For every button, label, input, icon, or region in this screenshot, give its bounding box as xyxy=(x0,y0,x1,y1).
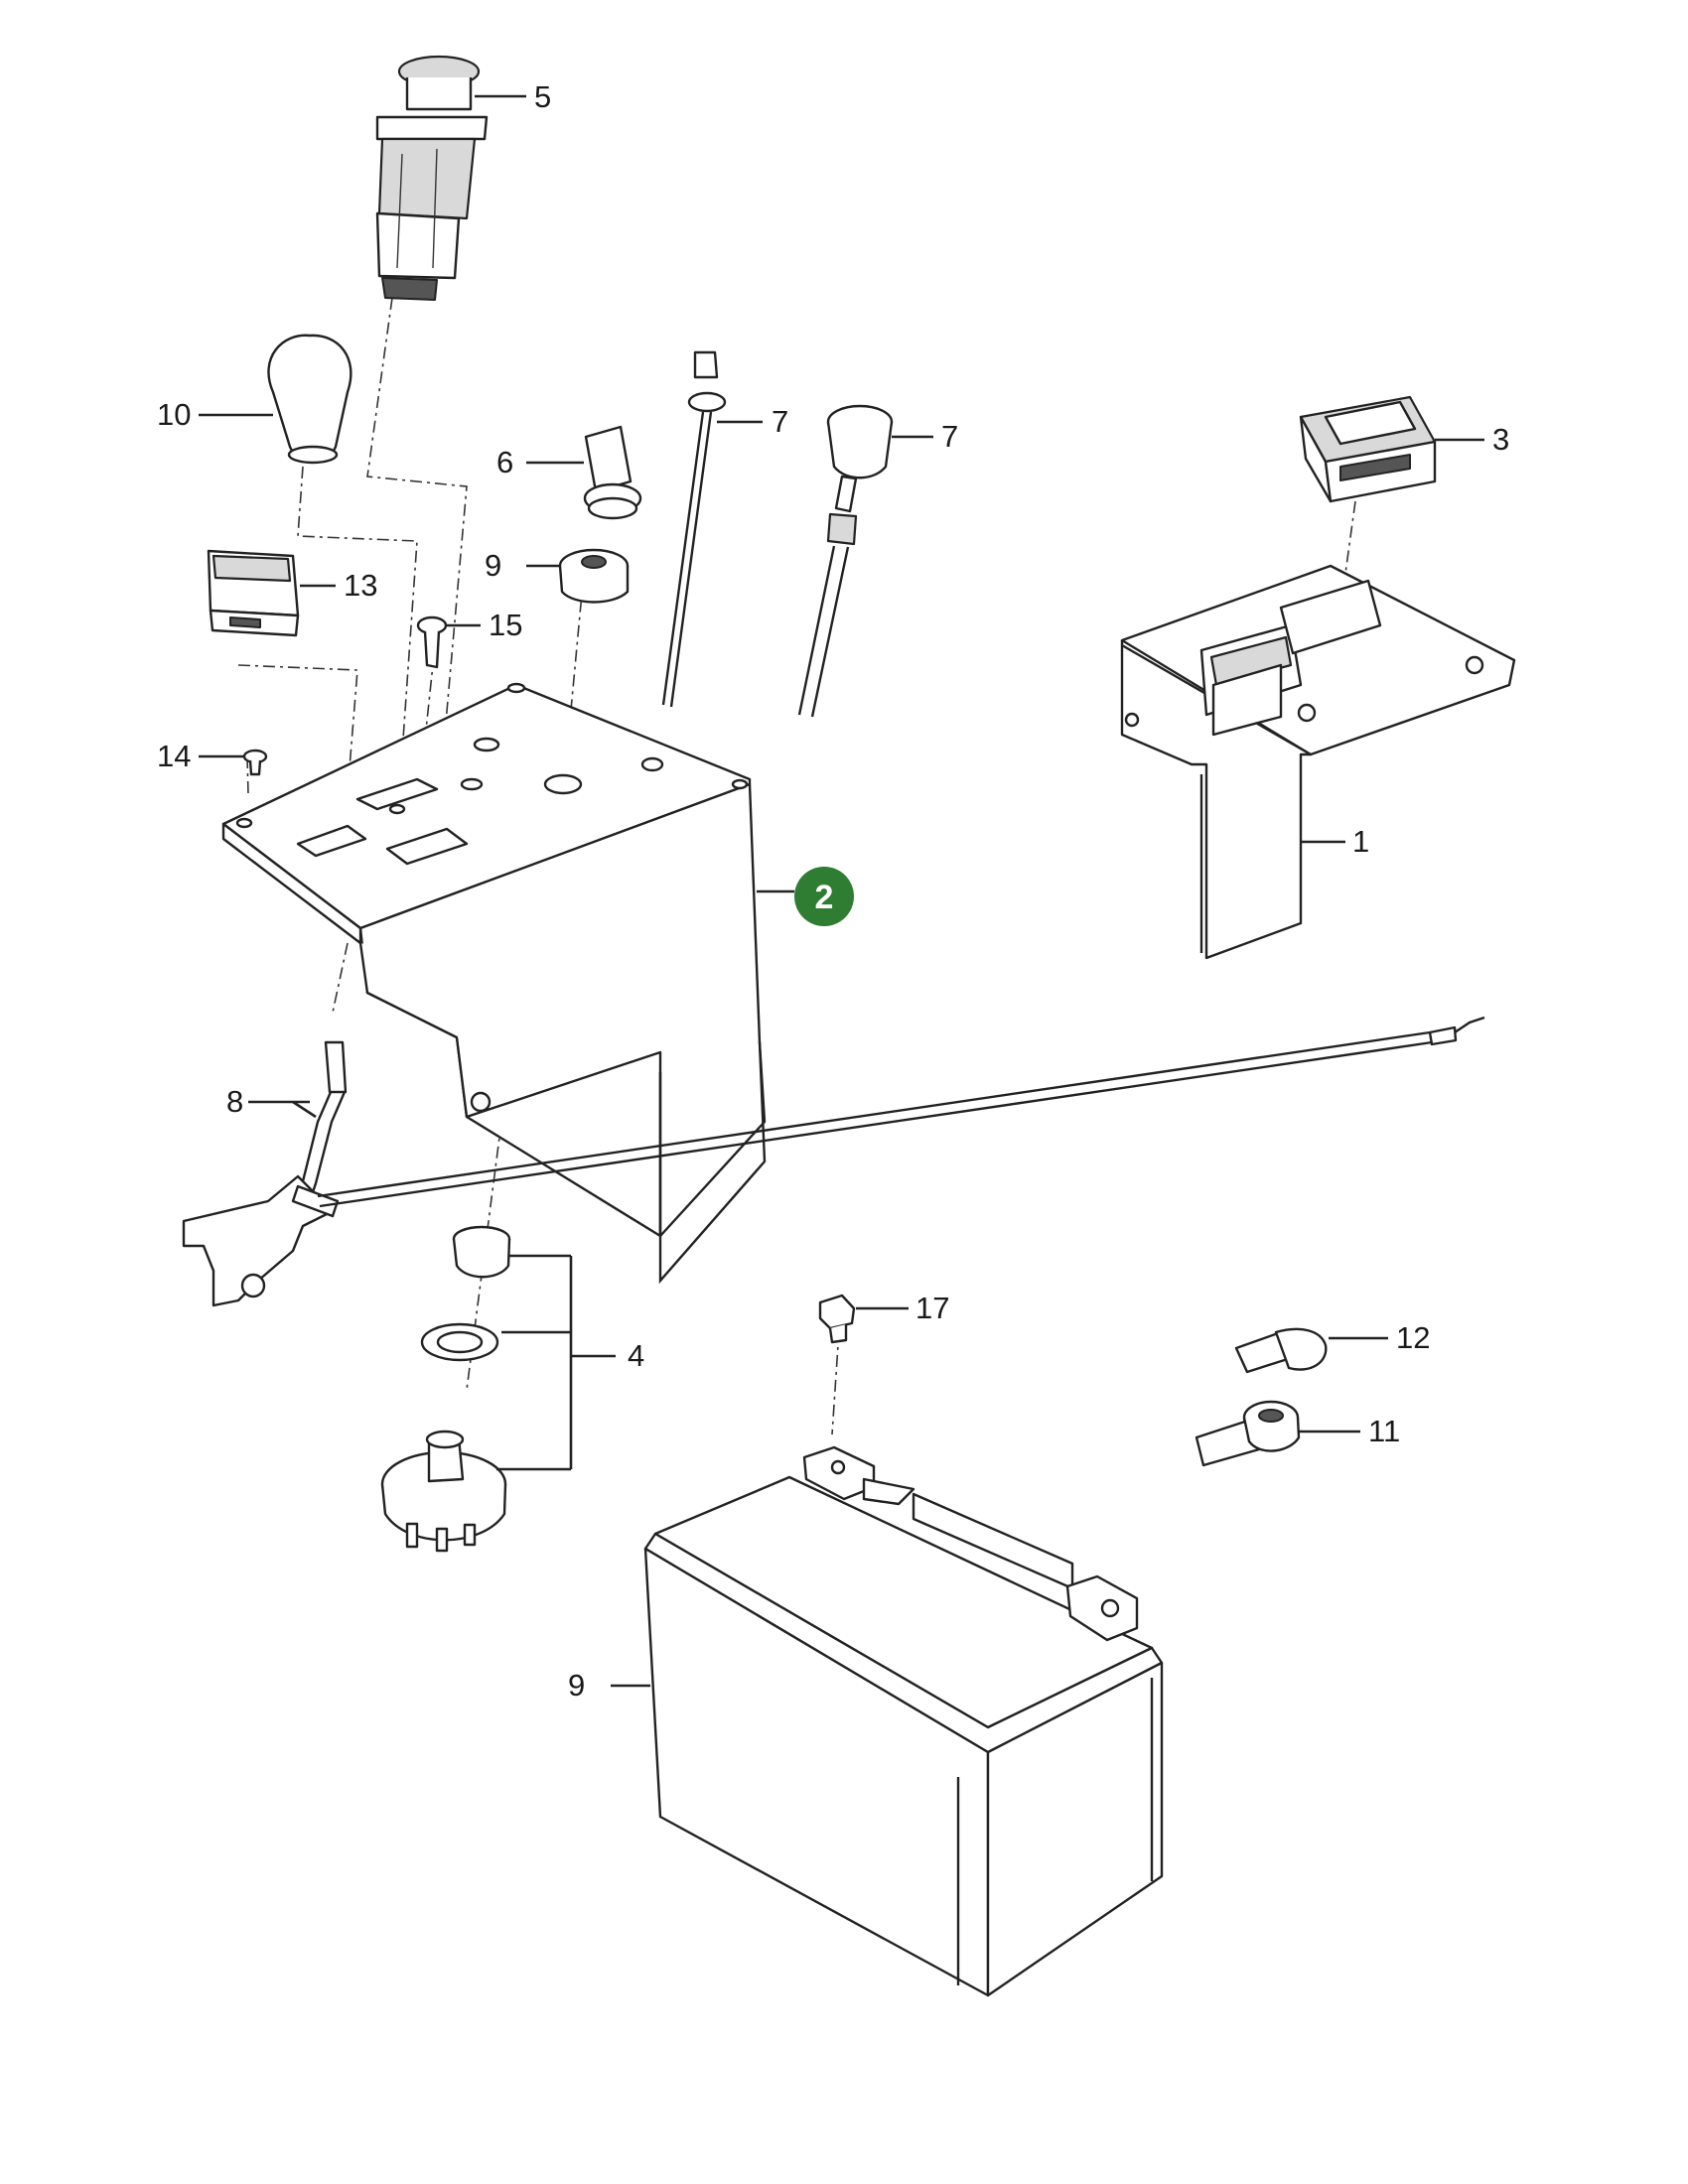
part-8-lever xyxy=(182,1016,1485,1307)
callout-17: 17 xyxy=(915,1291,949,1325)
part-2-panel xyxy=(221,682,767,1285)
callout-2-badge[interactable] xyxy=(794,867,854,926)
part-17-bolt xyxy=(818,1294,856,1344)
callout-3: 3 xyxy=(1492,422,1509,457)
part-10-grommet xyxy=(558,548,630,604)
callout-4: 4 xyxy=(628,1338,644,1373)
callouts: 5 10 6 7 7 3 9 13 15 14 1 8 4 17 12 11 9… xyxy=(157,79,1509,1703)
callout-5: 5 xyxy=(534,79,551,114)
callout-6: 6 xyxy=(496,445,513,479)
callout-15: 14 xyxy=(157,739,191,773)
part-6-key xyxy=(583,425,642,520)
part-16-screw xyxy=(416,615,448,669)
callout-8: 8 xyxy=(226,1084,243,1119)
callout-10: 9 xyxy=(485,548,501,583)
leader-lines xyxy=(199,94,1484,1688)
callout-9: 9 xyxy=(568,1668,585,1703)
part-3-switch xyxy=(1299,395,1437,503)
part-14-switch xyxy=(207,549,300,637)
part-9-battery xyxy=(643,1445,1164,1997)
part-12-cap xyxy=(1195,1400,1301,1467)
callout-11: 10 xyxy=(157,397,191,432)
callout-1: 1 xyxy=(1352,824,1369,859)
part-11-knob xyxy=(267,334,352,465)
callout-14: 13 xyxy=(344,568,377,603)
callout-7-left: 7 xyxy=(772,404,788,439)
part-4-ignition xyxy=(380,1225,511,1553)
part-1-bracket xyxy=(1120,564,1516,960)
part-13-cap xyxy=(1234,1327,1328,1374)
callout-16: 15 xyxy=(489,608,522,642)
callout-13: 12 xyxy=(1396,1320,1430,1355)
callout-2: 2 xyxy=(815,879,834,916)
part-5-switch xyxy=(375,55,489,301)
callout-7-right: 7 xyxy=(941,419,958,454)
part-7-cable-thick xyxy=(797,404,894,718)
part-7-cable-thin xyxy=(661,350,727,708)
callout-12: 11 xyxy=(1368,1414,1400,1448)
